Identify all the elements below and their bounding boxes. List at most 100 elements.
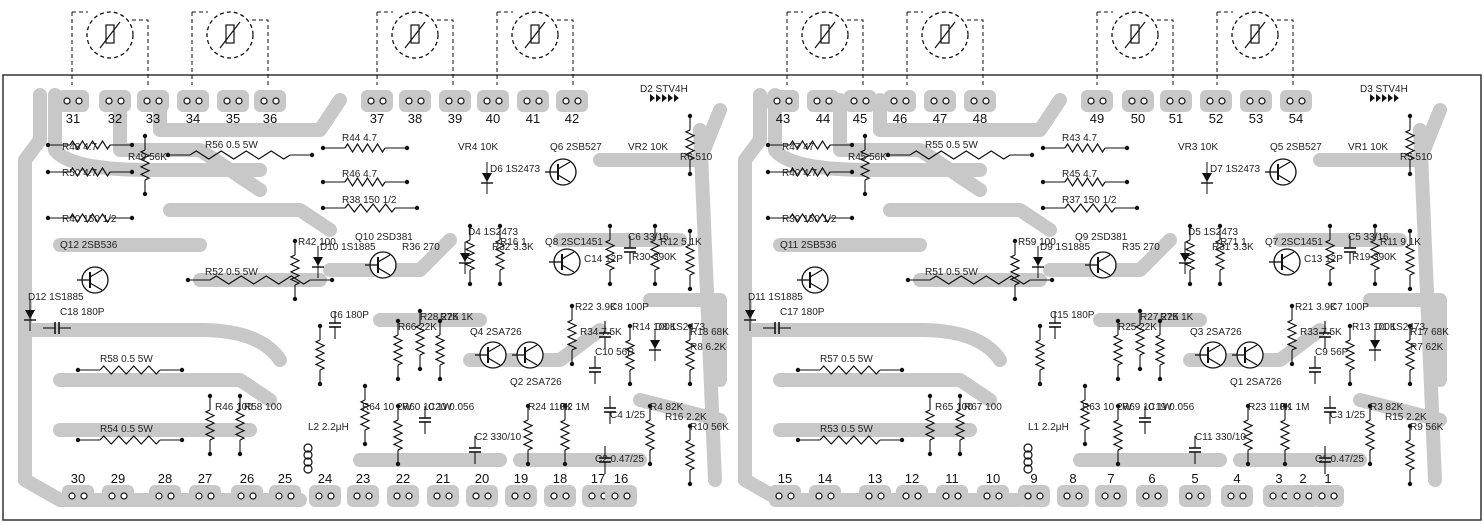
component-designator: R45 4.7 <box>1062 169 1097 180</box>
potentiometer-wiper <box>219 21 241 49</box>
resistor-symbol <box>1214 239 1226 271</box>
pad-hole <box>275 492 283 500</box>
pad-hole <box>574 97 582 105</box>
pad-hole <box>623 492 631 500</box>
pad-land <box>1240 90 1272 112</box>
component-designator: Q5 2SB527 <box>1270 142 1322 153</box>
copper-trace <box>153 93 347 137</box>
pad-hole <box>982 97 990 105</box>
resistor-symbol <box>1344 339 1356 371</box>
pad-hole <box>877 492 885 500</box>
resistor-symbol <box>464 239 476 271</box>
resistor-symbol <box>1404 439 1416 471</box>
pin-number: 53 <box>1249 111 1263 126</box>
solder-point <box>1037 381 1043 387</box>
pad-hole <box>1128 97 1136 105</box>
solder-point <box>927 393 933 399</box>
pin-number: 46 <box>893 111 907 126</box>
solder-point <box>1407 113 1413 119</box>
solder-point <box>1187 281 1193 287</box>
pad-land <box>859 485 891 507</box>
component-designator: R28 27K <box>420 312 459 323</box>
potentiometer-wiper <box>524 21 546 49</box>
diode-stack <box>656 94 661 102</box>
component-designator: R16 2.2K <box>665 412 707 423</box>
pad-hole <box>787 492 795 500</box>
solder-point <box>569 361 575 367</box>
solder-point <box>1134 205 1140 211</box>
component-designator: D1 1S2473 <box>1375 322 1425 333</box>
diode-stack <box>674 94 679 102</box>
component-designator: C9 56P <box>1315 347 1349 358</box>
solder-point <box>320 179 326 185</box>
component-designator: D11 1S1885 <box>748 292 803 303</box>
component-designator: C17 180P <box>780 307 825 318</box>
potentiometer-element <box>410 24 420 44</box>
solder-point <box>765 142 771 148</box>
pad-hole <box>472 492 480 500</box>
resistor-symbol <box>289 254 301 286</box>
pin-number: 40 <box>486 111 500 126</box>
pad-land <box>556 90 588 112</box>
solder-point <box>1082 441 1088 447</box>
component-designator: R51 0.5 5W <box>925 267 978 278</box>
pad-hole <box>1318 492 1326 500</box>
component-designator: R67 100 <box>964 402 1002 413</box>
resistor-symbol <box>954 409 966 441</box>
pad-hole <box>1286 97 1294 105</box>
transistor-collector <box>809 269 823 278</box>
component-designator: R18 68K <box>690 327 729 338</box>
solder-point <box>417 308 423 314</box>
component-designator: VR3 10K <box>1178 142 1218 153</box>
pad-land <box>896 485 928 507</box>
pad-land <box>1312 485 1344 507</box>
resistor-symbol <box>624 339 636 371</box>
solder-point <box>1124 145 1130 151</box>
solder-point <box>414 205 420 211</box>
component-designator: R31 3.3K <box>1212 242 1254 253</box>
resistor-symbol <box>69 212 111 224</box>
copper-trace <box>743 323 1007 367</box>
pin-number: 17 <box>591 471 605 486</box>
copper-trace <box>163 203 337 237</box>
component-designator: R3 82K <box>1370 402 1404 413</box>
pin-number: 35 <box>226 111 240 126</box>
pad-hole <box>260 97 268 105</box>
pad-hole <box>195 492 203 500</box>
pad-land <box>977 485 1009 507</box>
pin-number: 33 <box>146 111 160 126</box>
solder-point <box>1217 223 1223 229</box>
pad-hole <box>353 492 361 500</box>
potentiometer-element <box>1250 24 1260 44</box>
solder-point <box>687 171 693 177</box>
resistor-symbol <box>344 142 386 154</box>
pin-number: 10 <box>986 471 1000 486</box>
component-designator: R60 10 1W <box>402 402 453 413</box>
pad-hole <box>1239 492 1247 500</box>
solder-point <box>395 403 401 409</box>
pad-land <box>884 90 916 112</box>
component-designator: R66 22K <box>398 322 437 333</box>
potentiometer-element <box>1130 24 1140 44</box>
component-designator: R11 9.1K <box>1380 237 1421 248</box>
diode-stack <box>1376 94 1381 102</box>
solder-point <box>899 367 905 373</box>
component-designator: C2 330/10 <box>475 432 522 443</box>
pad-land <box>1200 90 1232 112</box>
pad-hole <box>272 97 280 105</box>
component-designator: C20 0.056 <box>428 402 475 413</box>
pad-land <box>1221 485 1253 507</box>
solder-point <box>497 281 503 287</box>
inductor-coil <box>303 464 313 474</box>
pad-hole <box>827 492 835 500</box>
transistor-collector <box>557 161 571 170</box>
component-designator: R69 10 1W <box>1122 402 1173 413</box>
pad-hole <box>393 492 401 500</box>
pad-land <box>767 90 799 112</box>
transistor-collector <box>1097 254 1111 263</box>
potentiometer-outline <box>1111 11 1159 59</box>
pad-land <box>1160 90 1192 112</box>
pin-number: 36 <box>263 111 277 126</box>
solder-point <box>1012 238 1018 244</box>
